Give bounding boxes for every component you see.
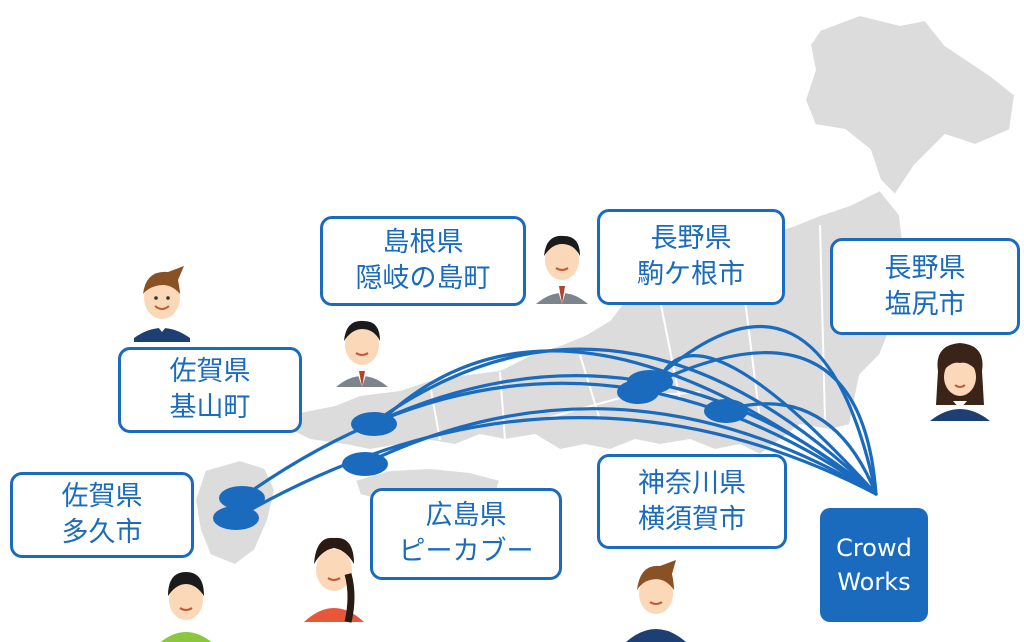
label-line-2: 塩尻市 — [884, 288, 966, 320]
label-line-2: 多久市 — [61, 517, 143, 548]
label-line-2: ピーカブー — [398, 536, 534, 567]
label-line-1: 佐賀県 — [61, 481, 143, 512]
person-black-hair-tie-icon — [536, 235, 588, 304]
connection-line — [724, 402, 878, 496]
label-shimane-okinoshima: 島根県 隠岐の島町 — [320, 216, 526, 306]
label-saga-taku: 佐賀県 多久市 — [10, 472, 194, 558]
person-black-hair-tie-icon — [336, 320, 388, 387]
label-line-2: 隠岐の島町 — [355, 263, 491, 294]
label-line-2: 横須賀市 — [638, 503, 746, 535]
location-dot — [219, 486, 265, 510]
location-dot — [351, 412, 397, 436]
location-dots — [213, 370, 748, 530]
connection-line — [238, 381, 878, 501]
label-line-1: 長野県 — [650, 223, 732, 254]
label-line-1: 神奈川県 — [638, 467, 746, 499]
connection-line — [370, 347, 878, 496]
logo-line-2: Works — [837, 568, 911, 596]
label-line-2: 基山町 — [169, 392, 251, 423]
label-line-1: 佐賀県 — [169, 356, 251, 387]
person-brown-hair-icon — [134, 266, 190, 342]
connection-line — [234, 416, 878, 520]
label-nagano-shiojiri: 長野県 塩尻市 — [830, 238, 1020, 335]
logo-line-1: Crowd — [836, 534, 912, 562]
connection-line — [638, 351, 878, 496]
location-dot — [617, 380, 659, 404]
connection-line — [362, 407, 878, 496]
label-nagano-komagane: 長野県 駒ケ根市 — [597, 209, 785, 305]
label-kanagawa-yokosuka: 神奈川県 横須賀市 — [597, 454, 787, 549]
label-line-1: 長野県 — [884, 252, 966, 284]
person-long-hair-icon — [930, 343, 990, 421]
connection-line — [650, 324, 878, 496]
location-dot — [342, 452, 388, 476]
label-saga-kiyama: 佐賀県 基山町 — [118, 347, 302, 433]
connection-line — [378, 349, 878, 496]
label-line-1: 島根県 — [382, 227, 464, 258]
person-green-shirt-icon — [160, 572, 212, 642]
location-dot — [213, 506, 259, 530]
label-hiroshima-peekaboo: 広島県 ピーカブー — [370, 488, 562, 580]
crowdworks-logo: Crowd Works — [820, 508, 928, 622]
location-dot — [704, 399, 748, 423]
label-line-2: 駒ケ根市 — [637, 259, 745, 290]
label-line-1: 広島県 — [425, 500, 507, 531]
connection-line — [658, 354, 878, 496]
connection-lines — [234, 324, 878, 520]
person-navy-shirt-icon — [626, 560, 686, 642]
person-braid-icon — [304, 537, 364, 623]
